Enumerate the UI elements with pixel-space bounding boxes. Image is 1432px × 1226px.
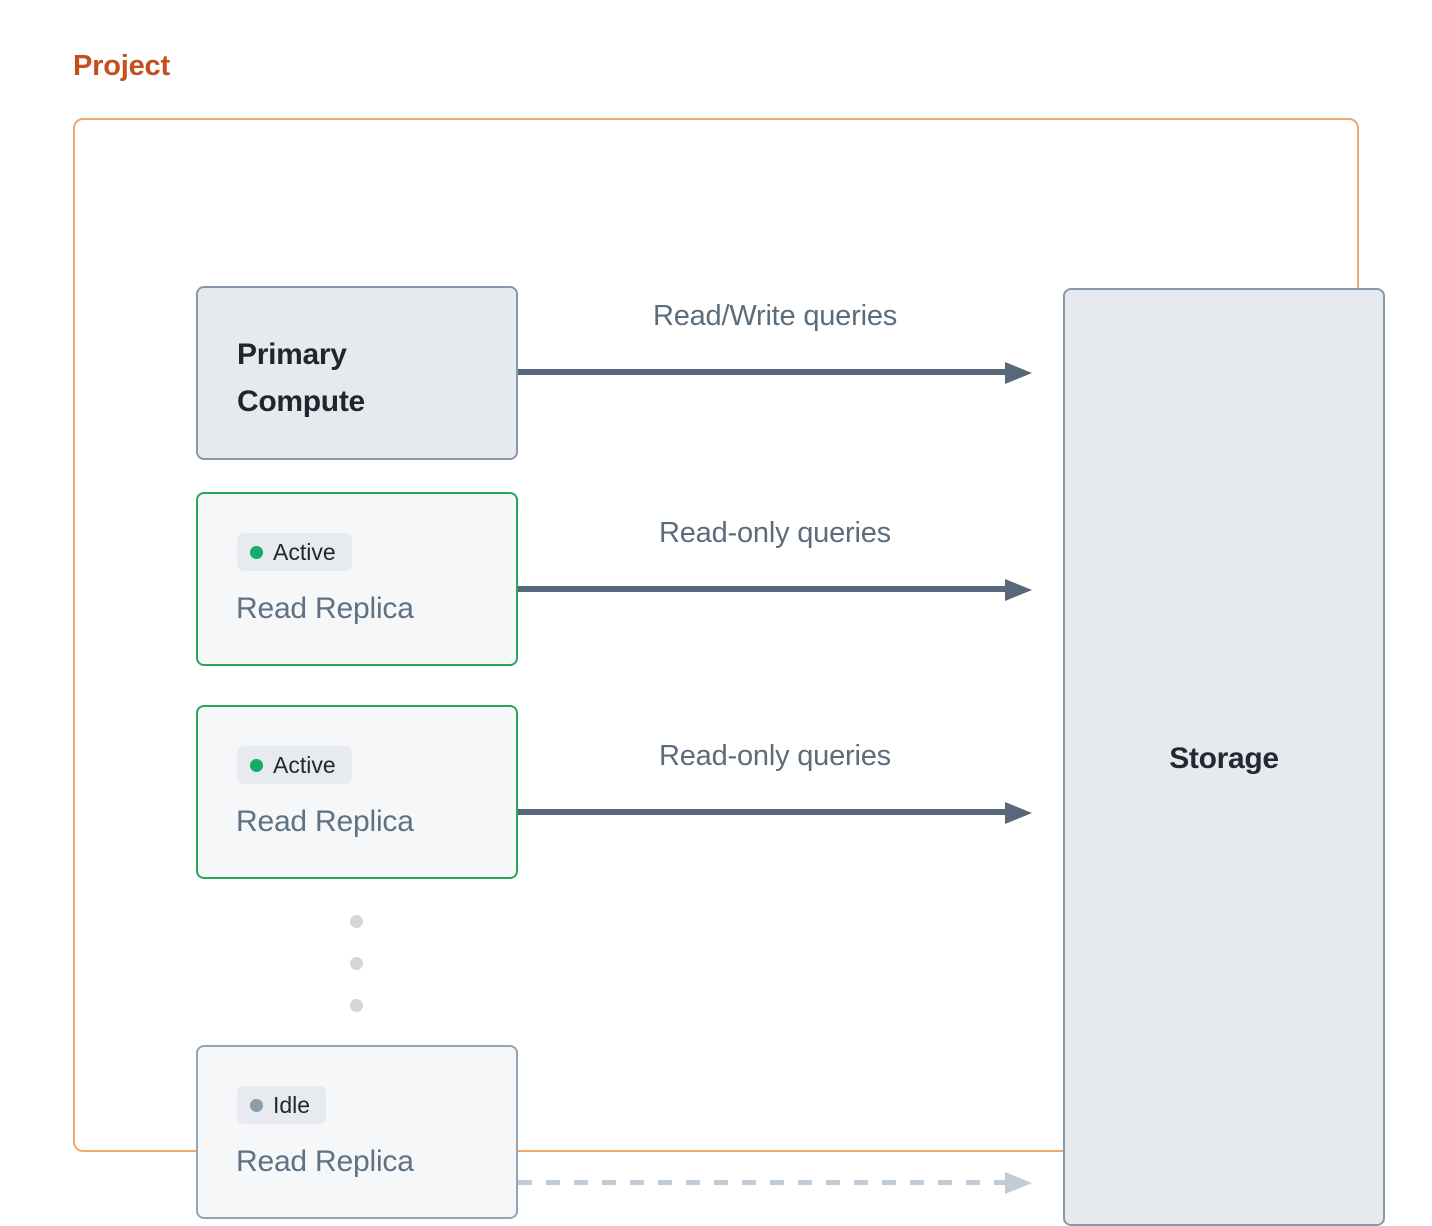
- arrow-right-dashed-icon: [518, 1172, 1032, 1194]
- read-replica-label-2: Read Replica: [236, 805, 414, 838]
- page-title: Project: [73, 50, 170, 82]
- storage-node[interactable]: Storage: [1063, 288, 1385, 1226]
- storage-label: Storage: [1169, 742, 1279, 775]
- vertical-ellipsis-icon: [350, 915, 363, 1041]
- read-replica-node-2[interactable]: Active Read Replica: [196, 705, 518, 879]
- arrow-shaft: [518, 586, 1010, 592]
- read-replica-label-1: Read Replica: [236, 592, 414, 625]
- project-container: Primary Compute Active Read Replica Acti…: [73, 118, 1385, 1226]
- connection-label-readonly-2: Read-only queries: [659, 740, 891, 772]
- read-replica-label-3: Read Replica: [236, 1145, 414, 1178]
- arrow-head: [1005, 802, 1032, 824]
- connection-label-readwrite: Read/Write queries: [652, 300, 898, 332]
- primary-compute-node[interactable]: Primary Compute: [196, 286, 518, 460]
- ellipsis-dot: [350, 915, 363, 928]
- arrow-right-icon: [518, 362, 1032, 384]
- arrow-shaft: [518, 809, 1010, 815]
- status-badge-active-2: Active: [237, 746, 352, 784]
- primary-compute-label: Primary Compute: [237, 332, 365, 425]
- ellipsis-dot: [350, 999, 363, 1012]
- arrow-shaft-dashed: [518, 1180, 1010, 1185]
- status-dot-green-icon: [250, 545, 263, 559]
- arrow-shaft: [518, 369, 1010, 375]
- arrow-right-icon: [518, 802, 1032, 824]
- status-badge-label: Active: [273, 751, 336, 778]
- status-badge-label: Active: [273, 538, 336, 565]
- status-dot-gray-icon: [250, 1098, 263, 1112]
- primary-compute-label-line1: Primary: [237, 338, 347, 371]
- arrow-right-icon: [518, 579, 1032, 601]
- status-badge-idle: Idle: [237, 1086, 327, 1124]
- arrow-head: [1005, 362, 1032, 384]
- read-replica-node-1[interactable]: Active Read Replica: [196, 492, 518, 666]
- arrow-head: [1005, 579, 1032, 601]
- connection-label-readonly-1: Read-only queries: [659, 517, 891, 549]
- read-replica-node-3[interactable]: Idle Read Replica: [196, 1045, 518, 1219]
- ellipsis-dot: [350, 957, 363, 970]
- status-dot-green-icon: [250, 758, 263, 772]
- primary-compute-label-line2: Compute: [237, 384, 365, 418]
- arrow-head-light: [1005, 1172, 1032, 1194]
- status-badge-label: Idle: [273, 1091, 311, 1118]
- status-badge-active-1: Active: [237, 533, 352, 571]
